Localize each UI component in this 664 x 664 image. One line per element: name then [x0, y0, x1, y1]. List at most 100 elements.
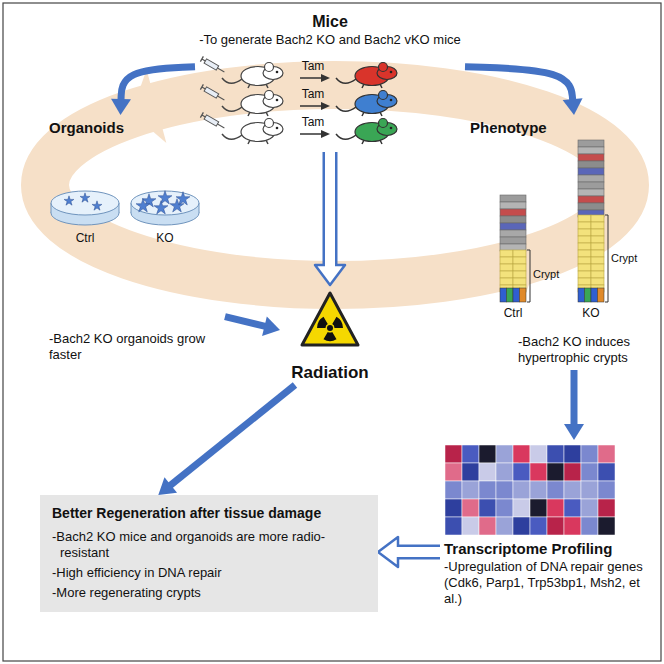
treatment-arrowhead [321, 74, 330, 82]
figure-label: Crypt [533, 268, 559, 281]
illustration-part [479, 481, 496, 499]
illustration-part [578, 250, 591, 257]
illustration-part [598, 445, 615, 463]
illustration-part [578, 189, 604, 196]
illustration-part [513, 481, 530, 499]
illustration-part [131, 191, 199, 215]
illustration-part [276, 71, 279, 74]
body-text: -Upregulation of DNA repair genes (Cdk6,… [444, 559, 648, 608]
body-text: -High efficiency in DNA repair [52, 565, 366, 581]
text-group: Better Regeneration after tissue damage [52, 505, 366, 525]
heading-text: Radiation [282, 362, 378, 383]
illustration-part [500, 195, 526, 202]
illustration-part [327, 325, 333, 331]
illustration-part [530, 499, 547, 517]
illustration-part [591, 271, 604, 278]
text-group: -Bach2 KO organoids grow faster [49, 331, 221, 364]
illustration-part [547, 499, 564, 517]
illustration-part [265, 63, 274, 72]
treatment-arrow [300, 77, 322, 79]
illustration-part [598, 288, 605, 302]
illustration-part [462, 517, 479, 535]
illustration-part [336, 134, 356, 139]
illustration-part [591, 243, 604, 250]
illustration-part [564, 463, 581, 481]
illustration-part [276, 99, 279, 102]
illustration-part [547, 517, 564, 535]
heading-text: Transcriptome Profiling [444, 540, 648, 559]
illustration-part [445, 445, 462, 463]
illustration-part [581, 517, 598, 535]
text-group: -Upregulation of DNA repair genes (Cdk6,… [444, 559, 648, 608]
illustration-part [591, 215, 604, 222]
frame [3, 3, 661, 661]
text-group: Phenotype [470, 119, 646, 138]
illustration-part [500, 288, 507, 302]
illustration-part [496, 463, 513, 481]
illustration-part [581, 445, 598, 463]
body-text: -Bach2 KO mice and organoids are more ra… [52, 529, 366, 562]
illustration-part [591, 222, 604, 229]
illustration-part [217, 96, 224, 100]
illustration-part [200, 56, 206, 63]
section-node: Phenotype -Bach2 KO induces hypertrophic … [460, 115, 650, 370]
text-group: -To generate Bach2 KO and Bach2 vKO mice [199, 32, 461, 48]
illustration-part [332, 317, 343, 328]
mouse-icon [222, 91, 283, 117]
illustration-part [513, 271, 526, 278]
heading-text: Phenotype [470, 119, 646, 138]
illustration-part [445, 499, 462, 517]
illustration-part [578, 161, 604, 168]
illustration-part [591, 250, 604, 257]
illustration-part [479, 499, 496, 517]
ring-arrowhead [131, 70, 166, 143]
illustration-part [265, 119, 274, 128]
illustration-part [317, 317, 328, 328]
illustration-part [496, 499, 513, 517]
summary-box: Better Regeneration after tissue damage -… [40, 495, 378, 612]
illustration-part [92, 201, 102, 210]
illustration-part [445, 517, 462, 535]
illustration-part [578, 203, 604, 210]
illustration-part [578, 154, 604, 161]
figure-label: Ctrl [504, 307, 523, 321]
arrow-shaft [169, 385, 295, 486]
flow-arrow [378, 537, 440, 567]
flow-arrow [465, 67, 583, 115]
illustration-part [578, 271, 591, 278]
illustration-part [591, 278, 604, 285]
illustration-part [547, 463, 564, 481]
illustration-part [445, 481, 462, 499]
illustration-part [390, 99, 393, 102]
text-group: Organoids [49, 119, 221, 138]
illustration-part [530, 445, 547, 463]
figure-label: Tam [302, 60, 325, 74]
heading-text: Organoids [49, 119, 221, 138]
crypt-figure [578, 140, 608, 302]
illustration-part [578, 257, 591, 264]
arrowhead [111, 99, 131, 115]
section-node: Radiation [280, 285, 380, 385]
cycle-ring [45, 85, 625, 285]
body-text: -Bach2 KO induces hypertrophic crypts [518, 334, 646, 367]
figure-label: Tam [302, 116, 325, 130]
radiation-symbol [302, 293, 358, 345]
illustration-part [578, 243, 591, 250]
illustration-part [513, 278, 526, 285]
illustration-part [479, 463, 496, 481]
illustration-part [462, 499, 479, 517]
illustration-part [500, 278, 513, 285]
illustration-part [520, 288, 527, 302]
illustration-part [51, 191, 119, 215]
mouse-icon [222, 63, 283, 89]
illustration-part [500, 216, 526, 223]
illustration-part [530, 463, 547, 481]
arrow-shaft-fill [325, 152, 335, 268]
illustration-part [154, 201, 168, 214]
illustration-part [564, 445, 581, 463]
illustration-part [302, 293, 358, 345]
illustration-part [136, 199, 150, 212]
illustration-part [217, 124, 224, 128]
illustration-part [530, 481, 547, 499]
illustration-part [500, 223, 526, 230]
